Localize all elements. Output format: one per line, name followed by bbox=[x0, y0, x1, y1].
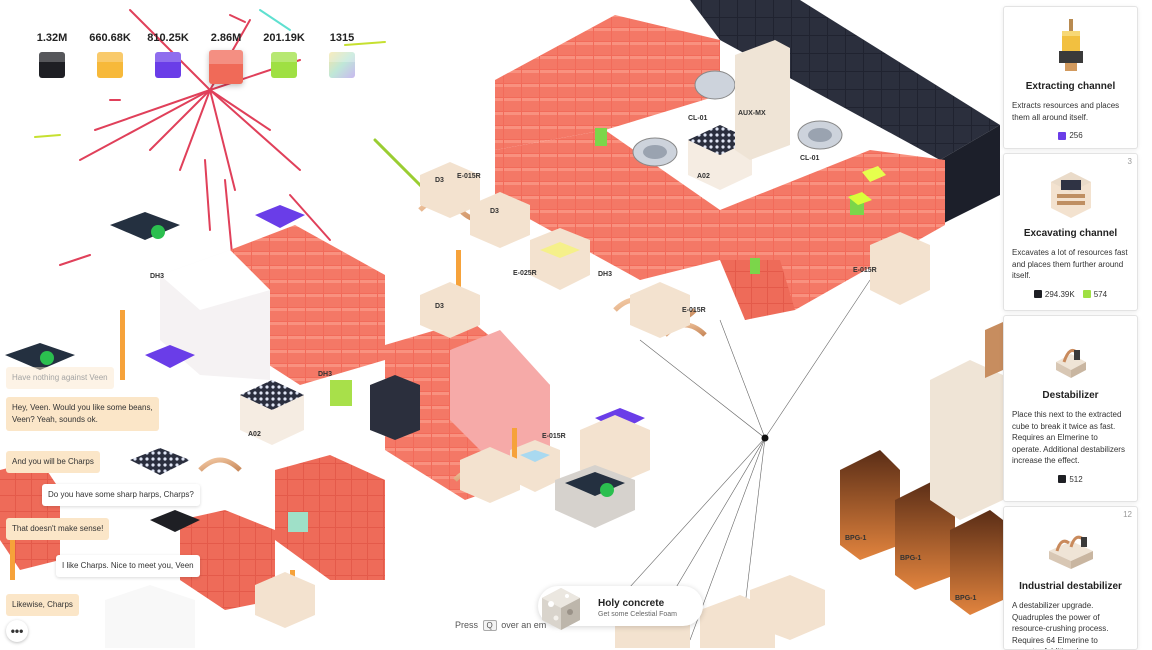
card-description: Place this next to the extracted cube to… bbox=[1012, 410, 1125, 465]
red-cube-cluster[interactable] bbox=[0, 225, 550, 610]
machine-label: AUX-MX bbox=[738, 110, 766, 117]
resource-purple[interactable]: 810.25K bbox=[146, 32, 190, 84]
resource-amount: 201.19K bbox=[263, 32, 305, 44]
machine-label: BPG-1 bbox=[845, 535, 867, 542]
resource-green[interactable]: 201.19K bbox=[262, 32, 306, 84]
cost-item: 512 bbox=[1058, 474, 1083, 484]
cost-item: 574 bbox=[1082, 289, 1108, 299]
chat-message: That doesn't make sense! bbox=[6, 518, 110, 540]
red-cube-wall[interactable] bbox=[495, 15, 945, 320]
card-count: 12 bbox=[1123, 510, 1132, 519]
machine-label: E-015R bbox=[542, 433, 566, 440]
machine-label: D3 bbox=[490, 208, 499, 215]
machine-label: A02 bbox=[697, 173, 710, 180]
iridescent-cube-icon bbox=[329, 52, 355, 78]
machine-label: CL-01 bbox=[688, 115, 708, 122]
cost-item: 294.39K bbox=[1033, 289, 1075, 299]
hint-suffix: over an em bbox=[501, 620, 547, 630]
resource-amount: 1.32M bbox=[36, 32, 68, 44]
chat-message: Likewise, Charps bbox=[6, 594, 79, 616]
green-cube-icon bbox=[271, 52, 297, 78]
chat-message: I like Charps. Nice to meet you, Veen bbox=[56, 555, 200, 577]
machine-label: BPG-1 bbox=[955, 595, 977, 602]
cost-value: 294.39K bbox=[1044, 289, 1075, 299]
card-count: 3 bbox=[1127, 157, 1132, 166]
card-title: Extracting channel bbox=[1025, 81, 1116, 92]
machine-label: DH3 bbox=[150, 273, 164, 280]
machines[interactable] bbox=[5, 40, 1003, 648]
hint-text: Press Q over an em bbox=[455, 620, 546, 631]
dark-cube-wall[interactable] bbox=[690, 0, 1000, 225]
black-cube-icon bbox=[39, 52, 65, 78]
extracting-channel-icon bbox=[1004, 7, 1137, 73]
excavating-channel-icon bbox=[1004, 154, 1137, 220]
card-description: Excavates a lot of resources fast and pl… bbox=[1012, 248, 1128, 280]
resource-amount: 2.86M bbox=[210, 32, 242, 44]
card-title: Industrial destabilizer bbox=[1019, 581, 1122, 592]
hint-prefix: Press bbox=[455, 620, 479, 630]
cost-value: 512 bbox=[1069, 474, 1083, 484]
particle-burst bbox=[34, 9, 442, 286]
machine-label: E-015R bbox=[853, 267, 877, 274]
card-cost: 512 bbox=[1004, 475, 1137, 484]
resource-amount: 660.68K bbox=[89, 32, 131, 44]
resource-black[interactable]: 1.32M bbox=[30, 32, 74, 84]
target-node[interactable] bbox=[761, 434, 769, 442]
concrete-cube-icon bbox=[542, 588, 580, 630]
resource-amount: 1315 bbox=[329, 32, 355, 44]
card-description: Extracts resources and places them all a… bbox=[1012, 101, 1120, 122]
resource-bar: 1.32M 660.68K 810.25K 2.86M 201.19K 1315 bbox=[30, 32, 364, 84]
machine-label: BPG-1 bbox=[900, 555, 922, 562]
chat-message: Hey, Veen. Would you like some beans, Ve… bbox=[6, 397, 159, 431]
menu-button[interactable]: ••• bbox=[6, 620, 28, 642]
purple-cube-icon bbox=[155, 52, 181, 78]
machine-label: E-015R bbox=[682, 307, 706, 314]
machine-label: D3 bbox=[435, 303, 444, 310]
machine-label: A02 bbox=[248, 431, 261, 438]
purple-cube-icon bbox=[1058, 131, 1067, 140]
machine-label: DH3 bbox=[598, 271, 612, 278]
build-card-destabilizer[interactable]: Destabilizer Place this next to the extr… bbox=[1003, 315, 1138, 502]
build-card-industrial-destabilizer[interactable]: 12 Industrial destabilizer A destabilize… bbox=[1003, 506, 1138, 650]
machine-label: DH3 bbox=[318, 371, 332, 378]
green-cube-icon bbox=[1082, 290, 1091, 298]
machine-label: E-025R bbox=[513, 270, 537, 277]
machine-label: CL-01 bbox=[800, 155, 820, 162]
build-card-excavating-channel[interactable]: 3 Excavating channel Excavates a lot of … bbox=[1003, 153, 1138, 311]
black-cube-icon bbox=[1033, 290, 1042, 298]
toast-subtitle: Get some Celestial Foam bbox=[598, 611, 677, 618]
more-icon: ••• bbox=[10, 624, 24, 638]
card-cost: 294.39K 574 bbox=[1004, 290, 1137, 299]
yellow-cube-icon bbox=[97, 52, 123, 78]
industrial-destabilizer-icon bbox=[1004, 507, 1137, 573]
destabilizer-icon bbox=[1004, 316, 1137, 382]
black-cube-icon bbox=[1058, 475, 1067, 483]
achievement-toast[interactable]: Holy concrete Get some Celestial Foam bbox=[538, 586, 703, 630]
red-cube-icon bbox=[209, 50, 243, 84]
card-title: Destabilizer bbox=[1042, 390, 1099, 401]
machine-labels: D3 D3 D3 E-015R E-025R E-015R E-015R E-0… bbox=[150, 110, 977, 602]
card-cost: 256 bbox=[1004, 131, 1137, 140]
resource-amount: 810.25K bbox=[147, 32, 189, 44]
hint-key: Q bbox=[482, 620, 497, 631]
machine-label: E-015R bbox=[457, 173, 481, 180]
chat-message: And you will be Charps bbox=[6, 451, 100, 473]
chat-message: Do you have some sharp harps, Charps? bbox=[42, 484, 200, 506]
toast-title: Holy concrete bbox=[598, 598, 665, 609]
chat-log: Have nothing against Veen Hey, Veen. Wou… bbox=[0, 365, 220, 616]
card-title: Excavating channel bbox=[1023, 228, 1118, 239]
resource-yellow[interactable]: 660.68K bbox=[88, 32, 132, 84]
build-card-extracting-channel[interactable]: Extracting channel Extracts resources an… bbox=[1003, 6, 1138, 149]
resource-red[interactable]: 2.86M bbox=[204, 32, 248, 84]
machine-label: D3 bbox=[435, 177, 444, 184]
build-panel: Extracting channel Extracts resources an… bbox=[1003, 6, 1138, 650]
card-description: A destabilizer upgrade. Quadruples the p… bbox=[1012, 601, 1109, 649]
cost-value: 256 bbox=[1069, 131, 1083, 140]
cost-item: 256 bbox=[1058, 131, 1083, 140]
chat-message: Have nothing against Veen bbox=[6, 367, 114, 389]
resource-iridescent[interactable]: 1315 bbox=[320, 32, 364, 84]
cost-value: 574 bbox=[1093, 289, 1108, 299]
